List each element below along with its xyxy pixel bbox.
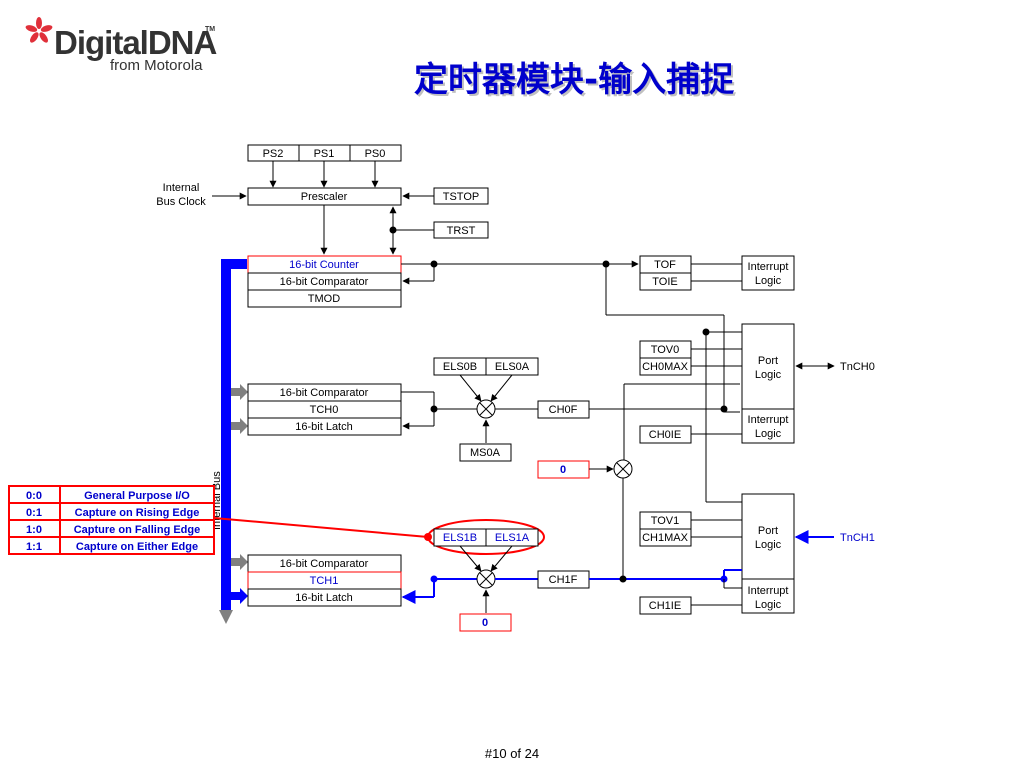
port-logic-1-label-1: Port (758, 525, 778, 537)
els1a-label: ELS1A (495, 532, 530, 544)
internal-bus-clock-label-1: Internal (163, 182, 200, 194)
internal-bus-bar (221, 259, 231, 611)
ch0-interrupt-logic-box (741, 408, 795, 444)
ch1ie-label: CH1IE (649, 600, 681, 612)
internal-bus-bottom-arrow (219, 610, 233, 624)
overflow-interrupt-logic-label-1: Interrupt (748, 261, 789, 273)
tov1-label: TOV1 (651, 515, 680, 527)
tch0-label: TCH0 (310, 404, 339, 416)
els1-highlight-ellipse (427, 519, 545, 555)
table-row-code: 1:1 (26, 541, 42, 553)
bus-arrow-comparator0 (231, 384, 248, 400)
prescaler-label: Prescaler (301, 191, 348, 203)
table-row-desc: Capture on Falling Edge (74, 524, 201, 536)
els0b-label: ELS0B (443, 361, 477, 373)
logo-subtitle: from Motorola (110, 57, 203, 74)
els0a-label: ELS0A (495, 361, 530, 373)
port-logic-1-label-2: Logic (755, 539, 782, 551)
ps1-label: PS1 (314, 148, 335, 160)
overflow-interrupt-logic-box (741, 255, 795, 291)
port-logic-0-label-2: Logic (755, 369, 782, 381)
tnch1-label: TnCH1 (840, 532, 875, 544)
tof-label: TOF (654, 259, 676, 271)
ch1-interrupt-logic-label-1: Interrupt (748, 585, 789, 597)
prescaler-select-bits: PS2 PS1 PS0 (247, 144, 402, 162)
counter-label: 16-bit Counter (289, 259, 359, 271)
ch0-zero-label: 0 (560, 464, 566, 476)
table-row-code: 1:0 (26, 524, 42, 536)
tmod-box (247, 289, 402, 308)
internal-bus-connector (221, 259, 247, 269)
table-row-desc: Capture on Rising Edge (75, 507, 200, 519)
ch1-interrupt-logic-box (741, 578, 795, 614)
ps2-label: PS2 (263, 148, 284, 160)
flower-icon (25, 17, 53, 43)
bus-arrow-comparator1 (231, 554, 248, 570)
table-row-desc: General Purpose I/O (84, 490, 190, 502)
ch0ie-label: CH0IE (649, 429, 681, 441)
ch0-latch-label: 16-bit Latch (295, 421, 352, 433)
ch0-interrupt-logic-label-2: Logic (755, 428, 782, 440)
ch1-latch-label: 16-bit Latch (295, 592, 352, 604)
table-row-code: 0:0 (26, 490, 42, 502)
ch1-interrupt-logic-label-2: Logic (755, 599, 782, 611)
slide-title: 定时器模块-输入捕捉 (414, 60, 735, 100)
ch0max-label: CH0MAX (642, 361, 689, 373)
ch1-comparator-label: 16-bit Comparator (280, 558, 369, 570)
edge-table-callout-line (213, 517, 429, 538)
ch1-latch-box (247, 588, 402, 607)
bus-arrow-latch1 (231, 588, 248, 604)
ch1-zero-label: 0 (482, 617, 488, 629)
ms0a-label: MS0A (470, 447, 501, 459)
ch1f-label: CH1F (549, 574, 578, 586)
logo-brand: DigitalDNA (54, 24, 217, 61)
table-row-desc: Capture on Either Edge (76, 541, 198, 553)
toie-label: TOIE (652, 276, 677, 288)
table-row-code: 0:1 (26, 507, 42, 519)
tch1-label: TCH1 (310, 575, 339, 587)
tov0-label: TOV0 (651, 344, 680, 356)
tstop-label: TSTOP (443, 191, 479, 203)
ms0a-box (459, 443, 512, 462)
tnch0-label: TnCH0 (840, 361, 875, 373)
digitaldna-logo: DigitalDNA TM from Motorola (20, 14, 240, 84)
ch0f-label: CH0F (549, 404, 578, 416)
port-logic-0-label-1: Port (758, 355, 778, 367)
logo-trademark: TM (205, 26, 216, 33)
port-logic-1-box (741, 493, 795, 580)
ch1-zero-box (459, 613, 512, 632)
trst-label: TRST (447, 225, 476, 237)
ch0-interrupt-logic-label-1: Interrupt (748, 414, 789, 426)
counter-comparator-label: 16-bit Comparator (280, 276, 369, 288)
ch0-comparator-label: 16-bit Comparator (280, 387, 369, 399)
ps0-label: PS0 (365, 148, 386, 160)
overflow-interrupt-logic-label-2: Logic (755, 275, 782, 287)
ch0-latch-box (247, 417, 402, 436)
edge-select-table: 0:0 General Purpose I/O 0:1 Capture on R… (8, 485, 215, 555)
els1b-label: ELS1B (443, 532, 477, 544)
ch1max-label: CH1MAX (642, 532, 689, 544)
internal-bus-clock-label-2: Bus Clock (156, 196, 206, 208)
tmod-label: TMOD (308, 293, 340, 305)
bus-arrow-latch0 (231, 418, 248, 434)
page-number: #10 of 24 (484, 746, 540, 761)
